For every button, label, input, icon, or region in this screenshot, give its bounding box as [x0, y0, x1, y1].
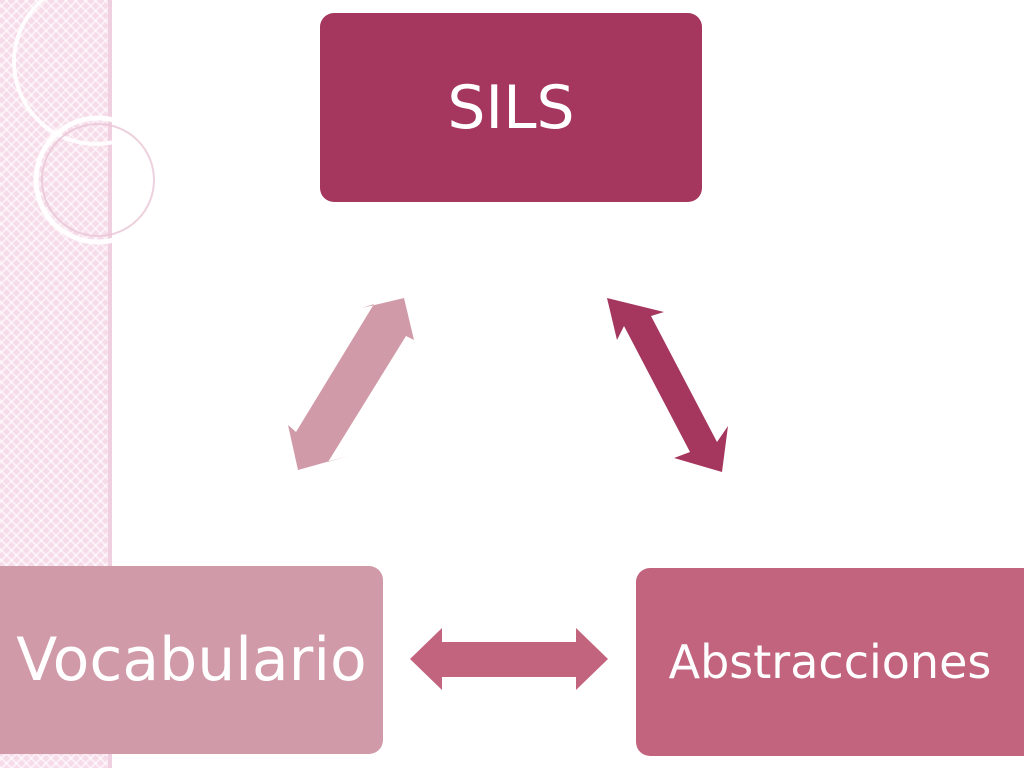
node-sils: SILS	[320, 13, 702, 202]
node-abstracciones-label: Abstracciones	[668, 635, 992, 689]
node-sils-label: SILS	[447, 72, 575, 143]
node-vocabulario: Vocabulario	[0, 566, 383, 754]
arrow-vocabulario-sils	[288, 298, 414, 470]
decorative-rings	[12, 0, 160, 245]
node-vocabulario-label: Vocabulario	[16, 625, 367, 695]
node-abstracciones: Abstracciones	[636, 568, 1024, 756]
arrow-vocabulario-abstracciones	[410, 628, 608, 690]
arrow-sils-abstracciones	[607, 298, 728, 472]
